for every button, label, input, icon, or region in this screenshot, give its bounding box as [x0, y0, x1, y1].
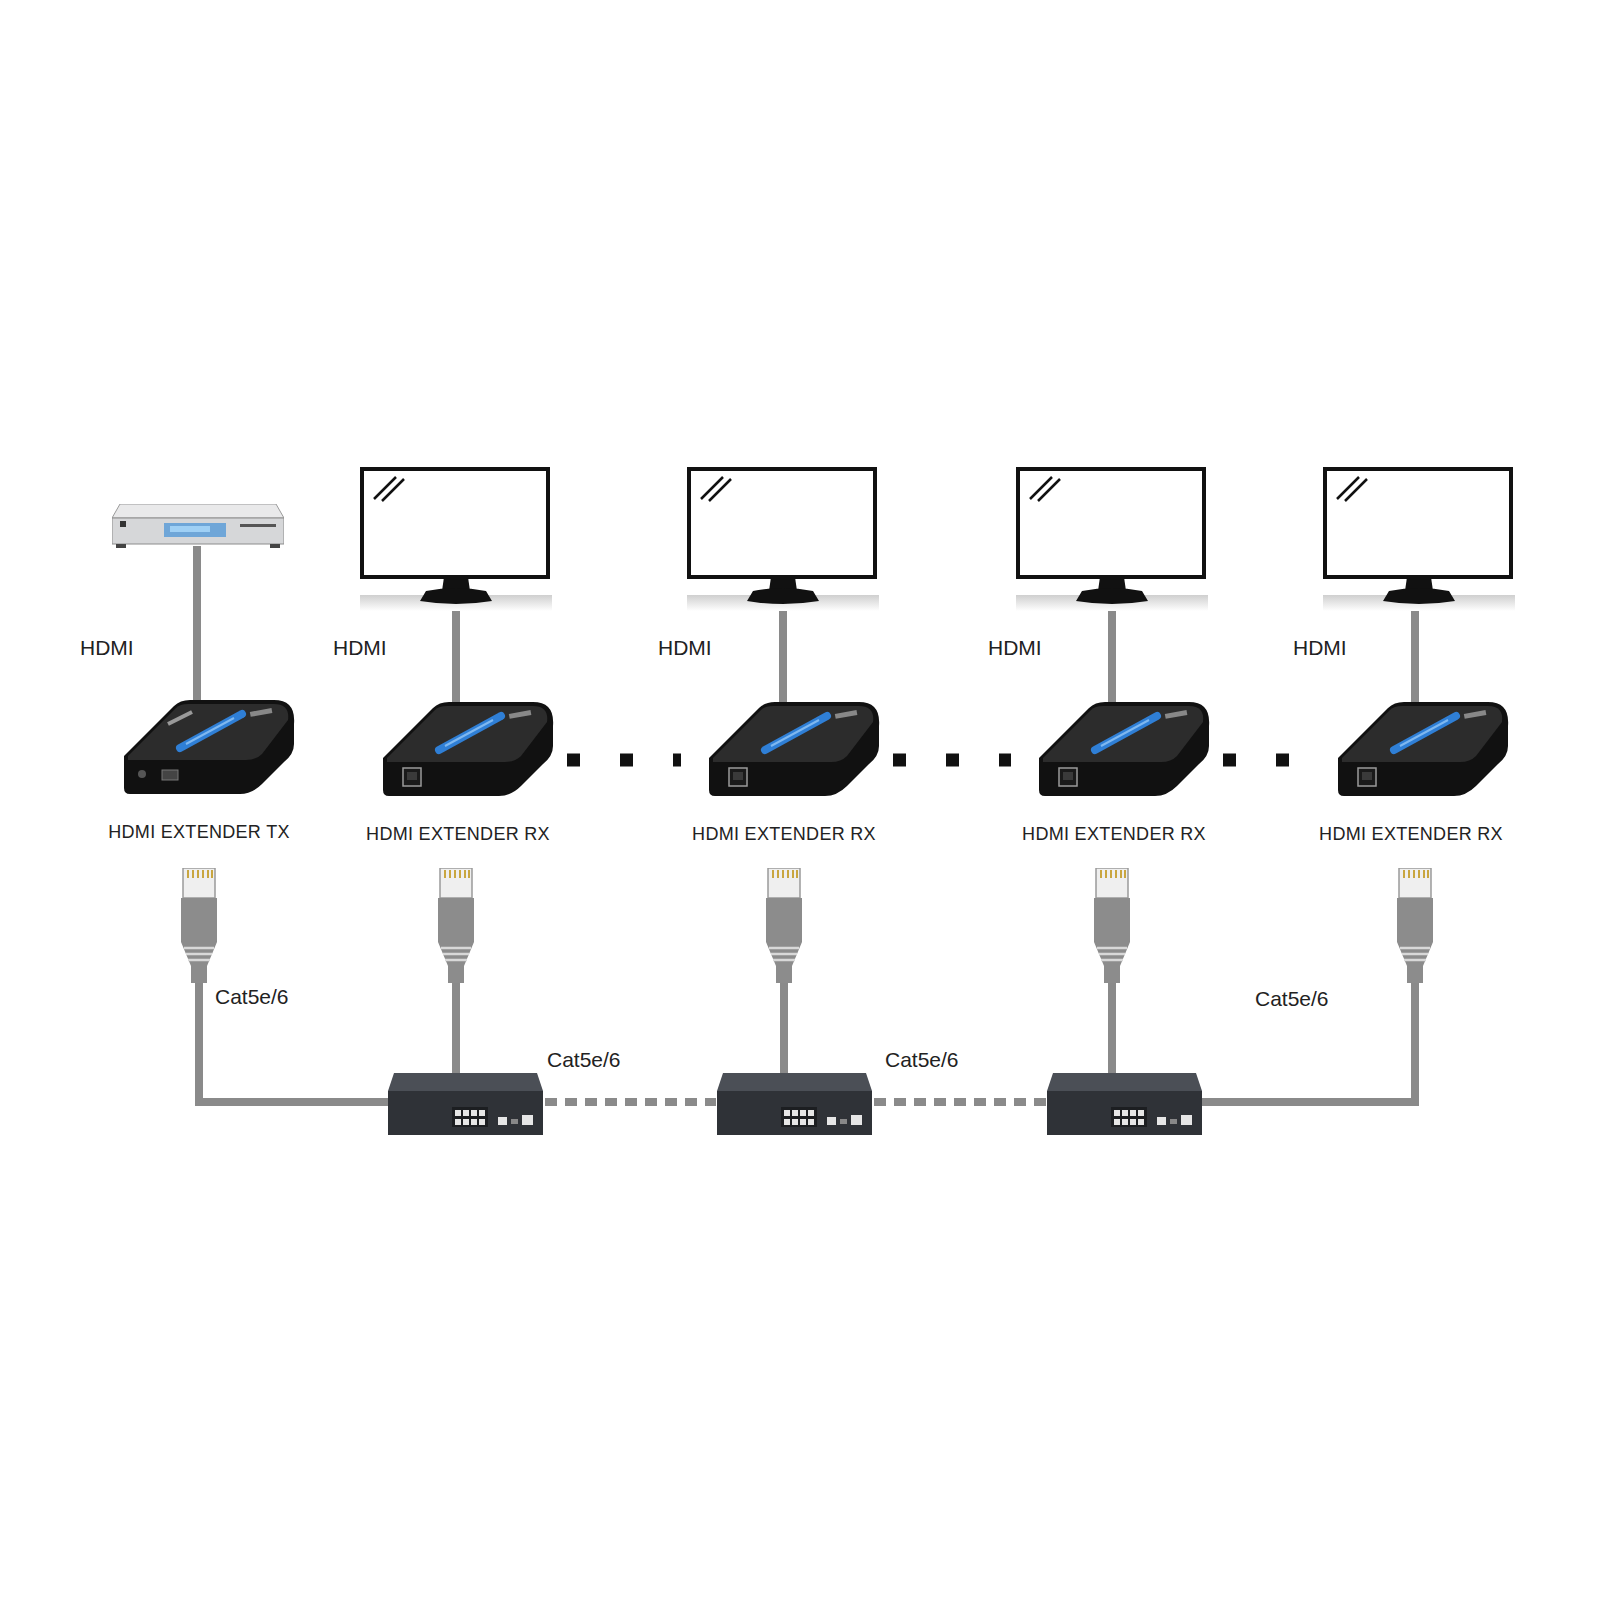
rj45-plug — [1397, 868, 1433, 983]
extender-device — [1037, 696, 1211, 800]
network-cable — [452, 978, 460, 1076]
link-dots — [893, 754, 1011, 767]
cable-label: HDMI — [1293, 636, 1347, 660]
cable-label: HDMI — [988, 636, 1042, 660]
extender-device — [1039, 702, 1209, 796]
hdmi-cable — [193, 546, 201, 708]
cable-label: HDMI — [80, 636, 134, 660]
cable-type-label: Cat5e/6 — [547, 1048, 621, 1072]
extender-device — [381, 696, 555, 800]
extender-device — [383, 702, 553, 796]
cable-type-label: Cat5e/6 — [215, 985, 289, 1009]
extender-device — [707, 696, 881, 800]
rj45-plug — [766, 868, 802, 983]
monitor — [687, 469, 879, 611]
extender-box: HDMI EXTENDER RX — [685, 696, 883, 849]
network-cable — [1108, 978, 1116, 1076]
extender-box: HDMI EXTENDER TX — [100, 694, 298, 847]
network-switch — [388, 1073, 543, 1135]
monitor — [360, 469, 552, 611]
extender-device — [709, 702, 879, 796]
hdmi-cable — [1411, 608, 1419, 710]
hdmi-cable — [1108, 608, 1116, 710]
cable-label: HDMI — [658, 636, 712, 660]
extender-device — [1336, 696, 1510, 800]
device-label: HDMI EXTENDER RX — [1310, 824, 1512, 845]
network-cable — [199, 978, 392, 1102]
dvd-player — [112, 504, 284, 548]
extender-box: HDMI EXTENDER RX — [1015, 696, 1213, 849]
network-switch — [1047, 1073, 1202, 1135]
device-label: HDMI EXTENDER RX — [359, 824, 557, 845]
network-cable-dashed — [545, 1098, 716, 1106]
extender-box: HDMI EXTENDER RX — [1310, 696, 1512, 849]
monitor — [1016, 469, 1208, 611]
extender-device — [122, 694, 296, 798]
monitor — [1323, 469, 1515, 611]
rj45-plug — [438, 868, 474, 983]
cable-label: HDMI — [333, 636, 387, 660]
network-cable — [1198, 978, 1415, 1102]
device-label: HDMI EXTENDER RX — [685, 824, 883, 845]
network-switch — [717, 1073, 872, 1135]
device-label: HDMI EXTENDER TX — [100, 822, 298, 843]
extender-device — [124, 700, 294, 794]
network-cable — [780, 978, 788, 1076]
hdmi-cable — [452, 608, 460, 710]
cables — [197, 546, 1415, 1102]
rj45-plug — [1094, 868, 1130, 983]
rj45-plug — [181, 868, 217, 983]
cable-type-label: Cat5e/6 — [1255, 987, 1329, 1011]
link-dots — [1223, 754, 1306, 767]
extender-box: HDMI EXTENDER RX — [359, 696, 557, 849]
device-label: HDMI EXTENDER RX — [1015, 824, 1213, 845]
link-dots — [567, 754, 681, 767]
network-cable-dashed — [874, 1098, 1046, 1106]
cable-type-label: Cat5e/6 — [885, 1048, 959, 1072]
hdmi-cable — [779, 608, 787, 710]
extender-device — [1338, 702, 1508, 796]
